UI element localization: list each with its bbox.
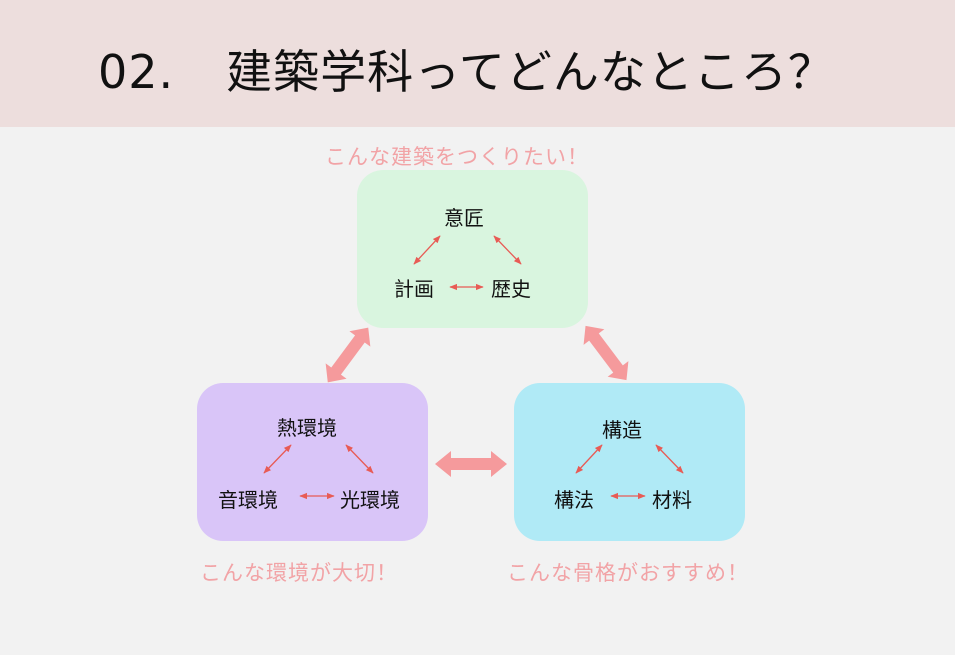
- environment-box: [197, 383, 428, 541]
- label-environment-right: 光環境: [340, 488, 400, 512]
- caption-structure: こんな骨格がおすすめ！: [507, 561, 749, 585]
- label-design-left: 計画: [394, 277, 434, 301]
- label-structure-left: 構法: [554, 488, 594, 512]
- design-box: [357, 170, 588, 328]
- label-structure-top: 構造: [602, 418, 642, 442]
- label-design-right: 歴史: [491, 277, 531, 301]
- small-arrow-design-1: [413, 235, 441, 265]
- label-environment-left: 音環境: [218, 488, 278, 512]
- small-arrow-design-2: [493, 235, 522, 265]
- title-text: 建築学科ってどんなところ？: [226, 45, 835, 99]
- structure-box: [514, 383, 745, 541]
- label-environment-top: 熱環境: [277, 416, 337, 440]
- caption-environment: こんな環境が大切！: [200, 561, 398, 585]
- big-arrow-design-environment: [325, 327, 371, 383]
- header-band: 02. 建築学科ってどんなところ？: [0, 0, 955, 127]
- page-title: 02. 建築学科ってどんなところ？: [98, 36, 835, 102]
- caption-design: こんな建築をつくりたい！: [325, 145, 589, 169]
- label-structure-right: 材料: [652, 488, 692, 512]
- label-design-top: 意匠: [444, 206, 484, 230]
- big-arrow-design-structure: [583, 325, 629, 381]
- small-arrow-environment-1: [263, 444, 292, 474]
- big-arrow-environment-structure: [435, 451, 507, 477]
- small-arrow-structure-2: [655, 444, 684, 474]
- title-number: 02.: [98, 45, 175, 99]
- small-arrow-environment-2: [345, 444, 374, 474]
- small-arrow-structure-1: [575, 444, 603, 474]
